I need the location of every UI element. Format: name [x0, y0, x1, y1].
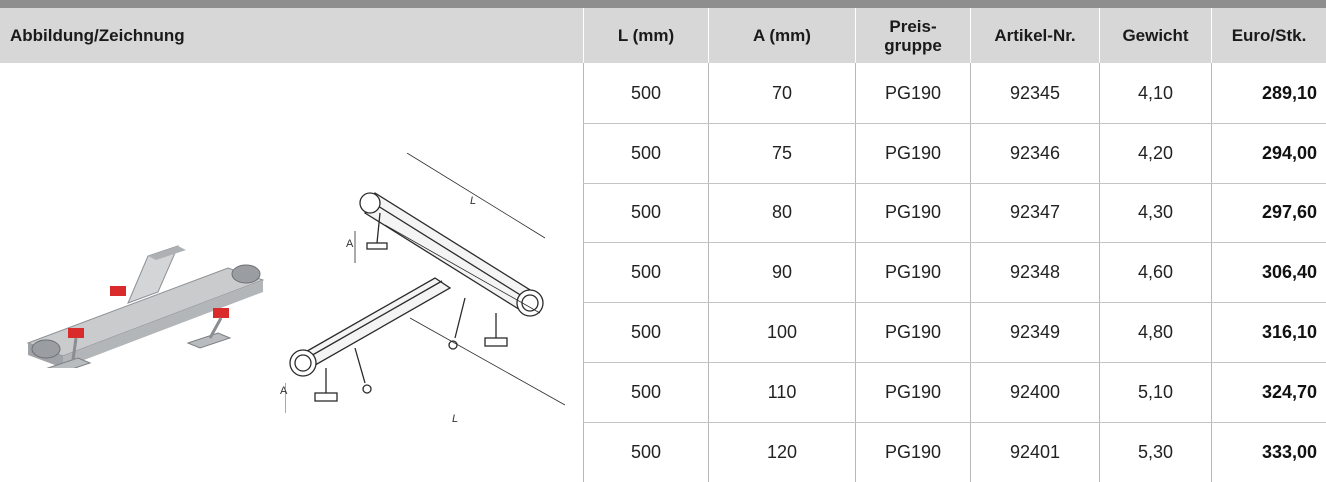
column-divider	[1211, 63, 1212, 482]
header-divider	[855, 8, 856, 63]
dimension-label-a: A	[346, 238, 354, 250]
cell-length: 500	[630, 82, 662, 103]
cell-a: 100	[766, 321, 798, 342]
cell-price-group: PG190	[884, 82, 942, 103]
cell-price-group: PG190	[884, 381, 942, 402]
cell-price: 294,00	[1261, 142, 1317, 163]
cell-price: 333,00	[1261, 441, 1317, 462]
top-bar	[0, 0, 1326, 8]
header-weight: Gewicht	[1122, 26, 1189, 45]
table-row: 500 70 PG190 92345 4,10 289,10	[0, 63, 1326, 123]
header-divider	[1211, 8, 1212, 63]
row-divider	[583, 242, 1326, 243]
column-divider	[708, 63, 709, 482]
cell-price-group: PG190	[884, 441, 942, 462]
header-divider	[708, 8, 709, 63]
column-divider	[1099, 63, 1100, 482]
header-image: Abbildung/Zeichnung	[10, 26, 185, 45]
cell-a: 80	[771, 202, 793, 222]
cell-length: 500	[630, 441, 662, 462]
cell-a: 90	[771, 261, 793, 282]
header-price: Euro/Stk.	[1231, 26, 1307, 45]
product-illustration: A L A L	[0, 63, 583, 482]
table-row: 500 100 PG190 92349 4,80 316,10	[0, 302, 1326, 362]
table-header: Abbildung/Zeichnung L (mm) A (mm) Preis-…	[0, 8, 1326, 63]
cell-weight: 4,80	[1137, 321, 1174, 342]
cell-weight: 4,20	[1137, 142, 1174, 163]
cell-article: 92348	[1009, 261, 1061, 282]
table-row: 500 110 PG190 92400 5,10 324,70	[0, 362, 1326, 422]
cell-weight: 4,10	[1137, 82, 1174, 103]
cell-weight: 4,60	[1137, 261, 1174, 282]
dimension-label-l: L	[470, 195, 477, 207]
cell-a: 110	[767, 381, 797, 402]
cell-price-group: PG190	[884, 261, 942, 282]
cell-price-group: PG190	[884, 142, 942, 163]
cell-a: 120	[766, 441, 798, 462]
header-length: L (mm)	[617, 26, 675, 45]
header-price-group-line2: gruppe	[884, 35, 942, 55]
cell-weight: 5,10	[1137, 381, 1174, 402]
cell-article: 92349	[1009, 321, 1061, 342]
row-divider	[583, 183, 1326, 184]
cell-a: 75	[771, 142, 793, 163]
cell-length: 500	[630, 142, 662, 163]
table-row: 500 90 PG190 92348 4,60 306,40	[0, 242, 1326, 302]
table-row: 500 75 PG190 92346 4,20 294,00	[0, 123, 1326, 183]
cell-article: 92346	[1009, 142, 1061, 163]
dimension-label-a2: A	[280, 385, 288, 397]
cell-price-group: PG190	[884, 202, 942, 222]
row-divider	[583, 123, 1326, 124]
cell-article: 92401	[1009, 441, 1061, 462]
table-row: 500 120 PG190 92401 5,30 333,00	[0, 422, 1326, 482]
technical-drawing	[285, 153, 566, 413]
header-article: Artikel-Nr.	[994, 26, 1076, 45]
cell-length: 500	[630, 321, 662, 342]
cell-weight: 5,30	[1137, 441, 1174, 462]
cell-article: 92400	[1009, 381, 1061, 402]
column-divider	[583, 63, 584, 482]
table-row: 500 80 PG190 92347 4,30 297,60	[0, 183, 1326, 242]
dimension-label-l2: L	[452, 413, 459, 425]
cell-length: 500	[630, 202, 662, 222]
header-divider	[970, 8, 971, 63]
header-divider	[1099, 8, 1100, 63]
cell-length: 500	[630, 381, 662, 402]
cell-a: 70	[771, 82, 793, 103]
cell-price: 289,10	[1261, 82, 1317, 103]
cell-price-group: PG190	[884, 321, 942, 342]
cell-article: 92345	[1009, 82, 1061, 103]
header-divider	[583, 8, 584, 63]
header-price-group: Preis- gruppe	[856, 8, 970, 63]
cell-price: 316,10	[1261, 321, 1317, 342]
header-a: A (mm)	[753, 26, 811, 45]
header-price-group-line1: Preis-	[889, 16, 937, 36]
product-photo	[26, 245, 265, 368]
cell-price: 306,40	[1261, 261, 1317, 282]
cell-price: 324,70	[1261, 381, 1317, 402]
row-divider	[583, 422, 1326, 423]
cell-price: 297,60	[1261, 202, 1317, 222]
cell-article: 92347	[1009, 202, 1061, 222]
column-divider	[855, 63, 856, 482]
cell-length: 500	[630, 261, 662, 282]
row-divider	[583, 362, 1326, 363]
column-divider	[970, 63, 971, 482]
cell-weight: 4,30	[1137, 202, 1174, 222]
row-divider	[583, 302, 1326, 303]
